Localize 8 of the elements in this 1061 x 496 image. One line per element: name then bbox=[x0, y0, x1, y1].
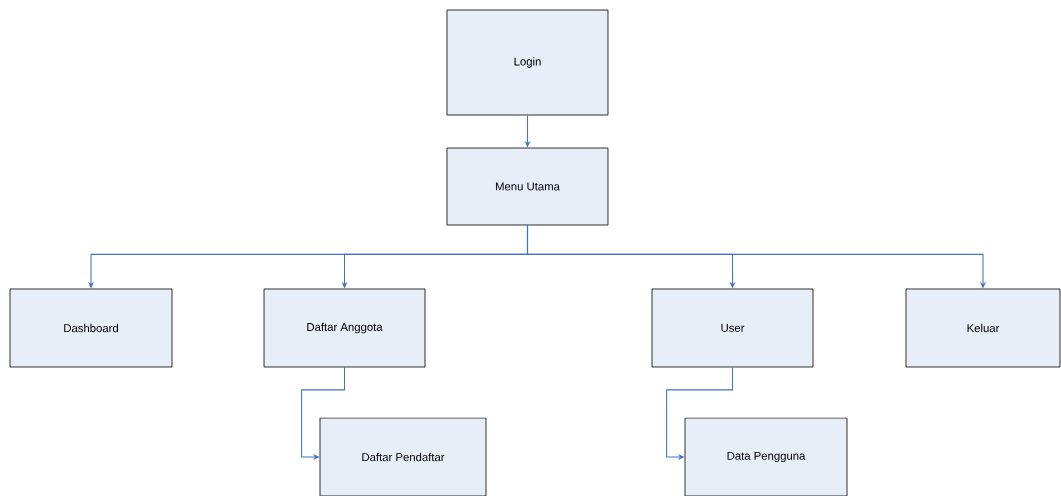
menu-box: Daftar Anggota bbox=[263, 288, 426, 368]
menu-box: User bbox=[651, 288, 814, 368]
menu-box: Daftar Pendaftar bbox=[319, 417, 487, 496]
menu-box: Menu Utama bbox=[446, 147, 609, 226]
menu-box: Data Pengguna bbox=[684, 417, 848, 496]
menu-box: Keluar bbox=[905, 288, 1061, 368]
menu-box: Login bbox=[446, 9, 609, 116]
menu-box: Dashboard bbox=[9, 288, 173, 368]
